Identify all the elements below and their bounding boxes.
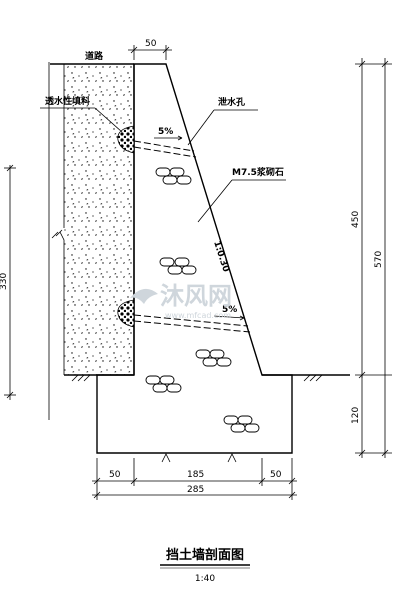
drain-pipes xyxy=(133,140,251,333)
dim-left: 330 xyxy=(0,164,16,400)
dim-right: 450 570 120 xyxy=(351,58,392,458)
drain-hole-leader xyxy=(187,109,215,146)
watermark-url: www.mfcad.com xyxy=(165,311,231,320)
road-label: 道路 xyxy=(85,50,104,62)
slope-pct-upper: 5% xyxy=(158,127,173,137)
slope-ratio-label: 1:0.30 xyxy=(211,240,230,274)
watermark: 沐风网 www.mfcad.com xyxy=(130,282,232,320)
masonry-leader xyxy=(197,179,233,223)
break-mark xyxy=(55,229,63,237)
drawing-title: 挡土墙剖面图 xyxy=(166,547,244,563)
dim-bottom-50-left: 50 xyxy=(109,470,121,480)
stone-cluster-4 xyxy=(145,375,182,393)
drain-pipe-lower-2 xyxy=(133,320,251,333)
slope-pct-lower: 5% xyxy=(222,305,237,315)
dim-bottom-285: 285 xyxy=(187,485,204,495)
slope-arrow-lower xyxy=(213,315,245,321)
ground-hatch xyxy=(71,374,323,463)
drain-pipe-upper-1 xyxy=(133,140,195,152)
dim-120: 120 xyxy=(351,407,361,424)
dim-bottom-185: 185 xyxy=(187,470,204,480)
filter-layer-label: 透水性填料 xyxy=(45,95,90,107)
dim-bottom: 50 185 50 285 xyxy=(92,458,297,500)
drawing-scale: 1:40 xyxy=(195,574,215,584)
slope-arrow-upper xyxy=(154,135,183,141)
watermark-logo-icon xyxy=(130,288,158,304)
stone-cluster-5 xyxy=(223,415,260,433)
drain-pipe-lower-1 xyxy=(133,314,249,327)
dim-450: 450 xyxy=(351,211,361,228)
dim-330: 330 xyxy=(0,273,9,290)
stone-cluster-1 xyxy=(155,167,192,185)
dim-top-50: 50 xyxy=(145,39,157,49)
drain-pipe-upper-2 xyxy=(133,146,197,158)
filter-pad-lower xyxy=(117,299,135,328)
dim-570: 570 xyxy=(374,251,384,268)
dim-top-width: 50 xyxy=(128,39,172,60)
drain-hole-label: 泄水孔 xyxy=(218,96,245,108)
dim-bottom-50-right: 50 xyxy=(270,470,282,480)
watermark-brand: 沐风网 xyxy=(160,282,232,310)
stone-cluster-2 xyxy=(159,257,197,275)
filter-leader xyxy=(94,107,123,133)
stone-cluster-3 xyxy=(195,349,232,367)
backfill-soil xyxy=(48,62,134,420)
filter-pad-upper xyxy=(117,125,135,154)
masonry-label: M7.5浆砌石 xyxy=(232,166,284,178)
